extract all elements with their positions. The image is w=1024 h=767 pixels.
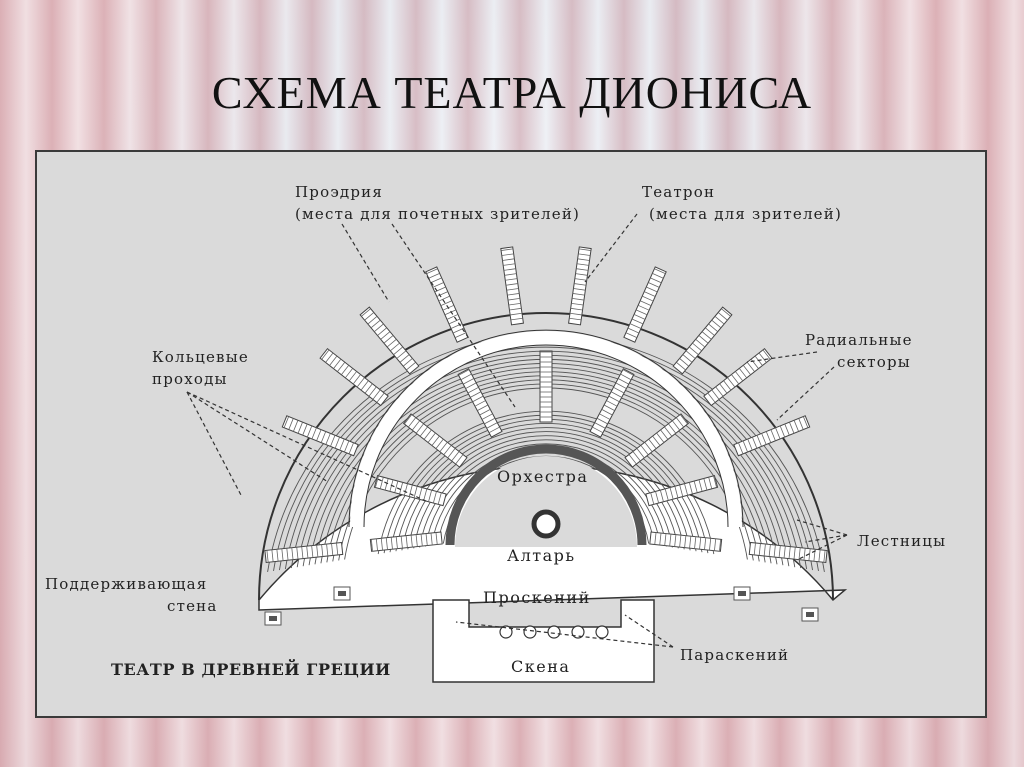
- proskenion-columns: [499, 625, 609, 639]
- orchestra-floor: [455, 456, 645, 547]
- altar-symbol: [531, 509, 561, 539]
- radial-stairs: [264, 246, 828, 563]
- label-skena: Скена: [511, 657, 570, 676]
- stair-slot: [402, 413, 468, 468]
- slide-title: СХЕМА ТЕАТРА ДИОНИСА: [211, 67, 813, 118]
- diagram-caption: ТЕАТР В ДРЕВНЕЙ ГРЕЦИИ: [111, 658, 391, 679]
- stair-slot: [589, 368, 635, 438]
- label-paraskenion: Параскений: [680, 646, 789, 664]
- label-orchestra: Орхестра: [497, 467, 588, 486]
- ring-passage: [350, 331, 742, 528]
- stair-slot: [539, 350, 553, 423]
- leader-lines: [186, 213, 848, 648]
- label-altar: Алтарь: [507, 546, 576, 565]
- label-proedria-1: Проэдрия: [295, 183, 383, 201]
- stair-slot: [500, 246, 524, 326]
- label-teatron-1: Театрон: [642, 183, 715, 201]
- outer-arc: [258, 312, 834, 601]
- label-proskenion: Проскений: [483, 588, 591, 607]
- stair-slot: [319, 347, 389, 407]
- stair-slot: [703, 347, 773, 407]
- label-teatron-2: (места для зрителей): [649, 205, 842, 223]
- seat-row: [284, 346, 808, 570]
- stair-slot: [359, 306, 420, 375]
- label-wall-2: стена: [167, 597, 218, 615]
- label-rings-1: Кольцевые: [152, 348, 249, 366]
- stair-slot: [369, 531, 443, 552]
- label-wall-1: Поддерживающая: [45, 575, 207, 593]
- stair-slot: [457, 368, 503, 438]
- label-radial-1: Радиальные: [805, 331, 913, 349]
- label-radial-2: секторы: [837, 353, 911, 371]
- theatre-diagram-panel: Проэдрия (места для почетных зрителей) Т…: [35, 150, 987, 718]
- stair-slot: [748, 541, 828, 563]
- stair-slot: [264, 541, 344, 563]
- label-stairs: Лестницы: [857, 532, 946, 550]
- orchestra-wall: [445, 444, 647, 546]
- label-rings-2: проходы: [152, 370, 228, 388]
- label-proedria-2: (места для почетных зрителей): [295, 205, 580, 223]
- theatre-diagram: Проэдрия (места для почетных зрителей) Т…: [45, 183, 946, 683]
- stair-slot: [568, 246, 592, 326]
- skena-building: [432, 599, 655, 683]
- stair-slot: [672, 306, 733, 375]
- stair-slot: [624, 413, 690, 468]
- stair-slot: [649, 531, 723, 552]
